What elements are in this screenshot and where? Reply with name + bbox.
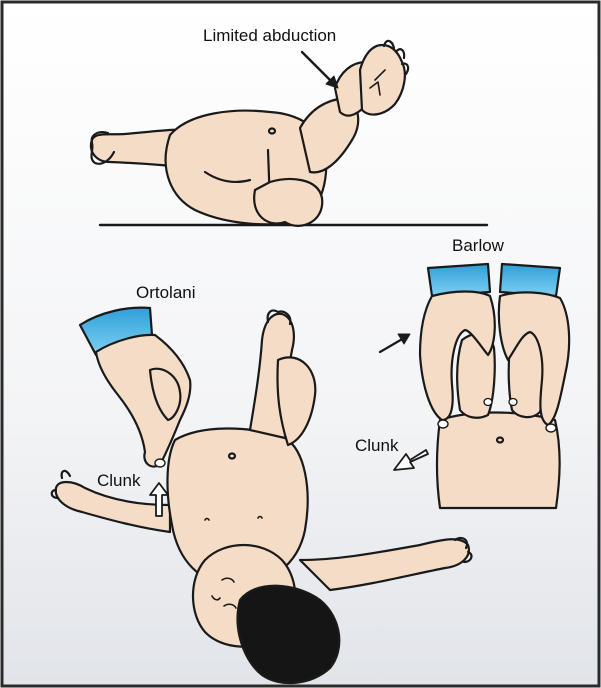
examiner-fingernail: [155, 459, 165, 467]
barlow-nail-mid-left: [484, 399, 492, 406]
label-ortolani: Ortolani: [136, 284, 196, 301]
barlow-nail-left: [438, 420, 448, 428]
barlow-infant-pelvis: [437, 413, 560, 509]
barlow-nail-right: [546, 424, 556, 432]
examiner-sleeve-right-b: [500, 264, 560, 296]
label-clunk-barlow: Clunk: [355, 437, 398, 454]
label-clunk-ortolani: Clunk: [97, 472, 140, 489]
buttocks: [254, 179, 322, 226]
barlow-nail-mid-right: [509, 399, 517, 406]
label-barlow: Barlow: [452, 237, 504, 254]
label-limited-abduction: Limited abduction: [203, 27, 336, 44]
